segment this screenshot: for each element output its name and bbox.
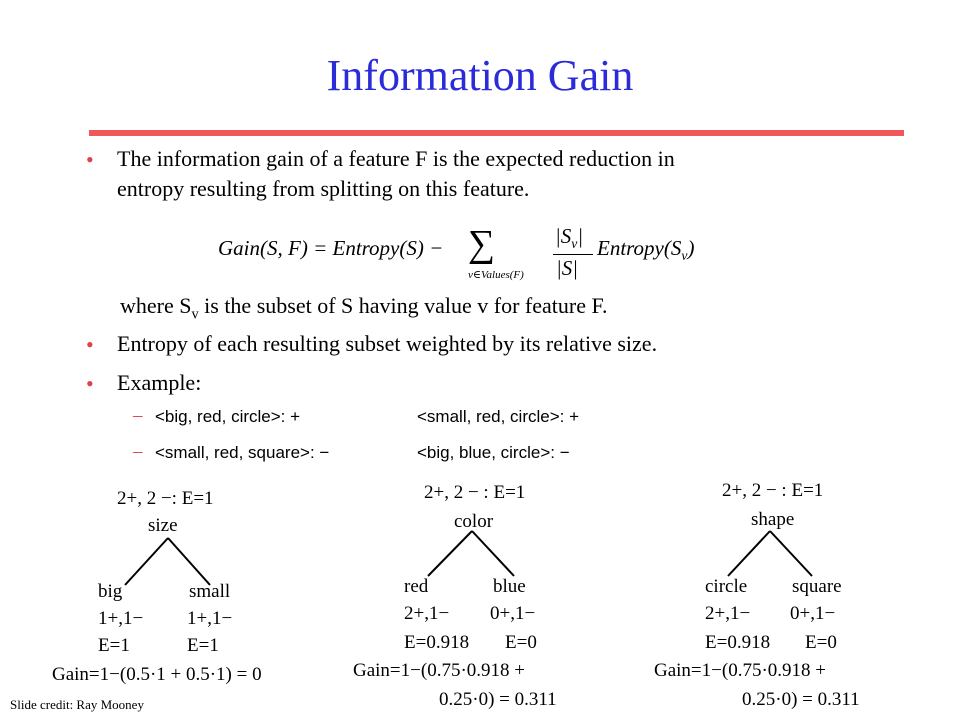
- tree-1-gain: Gain=1−(0.5·1 + 0.5·1) = 0: [52, 664, 262, 685]
- bullet-3-marker: •: [86, 371, 94, 396]
- formula-sum-index: v∈Values(F): [468, 269, 524, 281]
- tree-2-gain-line-2: 0.25·0) = 0.311: [439, 689, 557, 710]
- formula-lhs: Gain(S, F) = Entropy(S) −: [218, 236, 444, 260]
- tree-2-left-value: red: [404, 576, 429, 597]
- bullet-1-line-1: The information gain of a feature F is t…: [117, 146, 675, 171]
- tree-1-root: 2+, 2 −: E=1: [117, 488, 214, 509]
- example-1-left: <big, red, circle>: +: [155, 407, 301, 426]
- bullet-2-marker: •: [86, 332, 94, 357]
- tree-3-right-entropy: E=0: [805, 632, 837, 653]
- tree-3-left-counts: 2+,1−: [705, 603, 751, 624]
- where-sub: v: [191, 306, 199, 323]
- formula-rhs: Entropy(Sv): [597, 236, 694, 264]
- tree-2-gain-line-1: Gain=1−(0.75·0.918 +: [353, 660, 525, 681]
- where-line: where Sv is the subset of S having value…: [120, 293, 607, 323]
- tree-1-right-entropy: E=1: [187, 635, 219, 656]
- tree-1-branches: [124, 537, 211, 586]
- formula-num-sub: v: [571, 236, 578, 252]
- tree-1-feature: size: [148, 515, 178, 536]
- tree-3-feature: shape: [751, 509, 795, 530]
- tree-2-right-entropy: E=0: [505, 632, 537, 653]
- slide-credit: Slide credit: Ray Mooney: [10, 697, 144, 712]
- bullet-3-text: Example:: [117, 370, 202, 395]
- example-2-dash: –: [133, 441, 143, 462]
- tree-2-left-counts: 2+,1−: [404, 603, 450, 624]
- formula-rhs-sub: v: [681, 248, 688, 264]
- tree-3-gain-line-1: Gain=1−(0.75·0.918 +: [654, 660, 826, 681]
- tree-3-left-entropy: E=0.918: [705, 632, 771, 653]
- tree-2-branches: [427, 530, 515, 577]
- tree-2-left-entropy: E=0.918: [404, 632, 470, 653]
- example-1-dash: –: [133, 405, 143, 426]
- formula-num-main: |S: [555, 224, 572, 248]
- bullet-2-text: Entropy of each resulting subset weighte…: [117, 331, 658, 356]
- tree-1-right-counts: 1+,1−: [187, 608, 233, 629]
- tree-1-right-value: small: [189, 581, 231, 602]
- tree-3-gain-line-2: 0.25·0) = 0.311: [742, 689, 860, 710]
- formula-fraction-numerator: |Sv|: [555, 224, 584, 252]
- tree-3-left-value: circle: [705, 576, 748, 597]
- tree-3-branches: [727, 530, 813, 577]
- formula-rhs-close: ): [687, 236, 695, 260]
- formula-sum-symbol: ∑: [468, 223, 496, 265]
- title-underline: [89, 130, 904, 136]
- tree-1-left-value: big: [98, 581, 123, 602]
- tree-2-root: 2+, 2 − : E=1: [424, 482, 526, 503]
- example-2-left: <small, red, square>: −: [155, 443, 330, 462]
- tree-1-left-entropy: E=1: [98, 635, 130, 656]
- tree-3-right-counts: 0+,1−: [790, 603, 836, 624]
- tree-1-left-counts: 1+,1−: [98, 608, 144, 629]
- formula-fraction-denominator: |S|: [556, 256, 579, 280]
- where-post: is the subset of S having value v for fe…: [198, 293, 608, 318]
- tree-2-feature: color: [454, 511, 494, 532]
- formula-fraction-bar: [553, 254, 593, 255]
- example-2-right: <big, blue, circle>: −: [417, 443, 570, 462]
- tree-3-root: 2+, 2 − : E=1: [722, 480, 824, 501]
- bullet-1-line-2: entropy resulting from splitting on this…: [117, 176, 530, 201]
- tree-2-right-counts: 0+,1−: [490, 603, 536, 624]
- tree-2-right-value: blue: [493, 576, 526, 597]
- where-pre: where S: [120, 293, 192, 318]
- formula-rhs-main: Entropy(S: [597, 236, 682, 260]
- bullet-1-marker: •: [86, 147, 94, 172]
- tree-3-right-value: square: [792, 576, 842, 597]
- example-1-right: <small, red, circle>: +: [417, 407, 580, 426]
- slide-title: Information Gain: [326, 51, 634, 100]
